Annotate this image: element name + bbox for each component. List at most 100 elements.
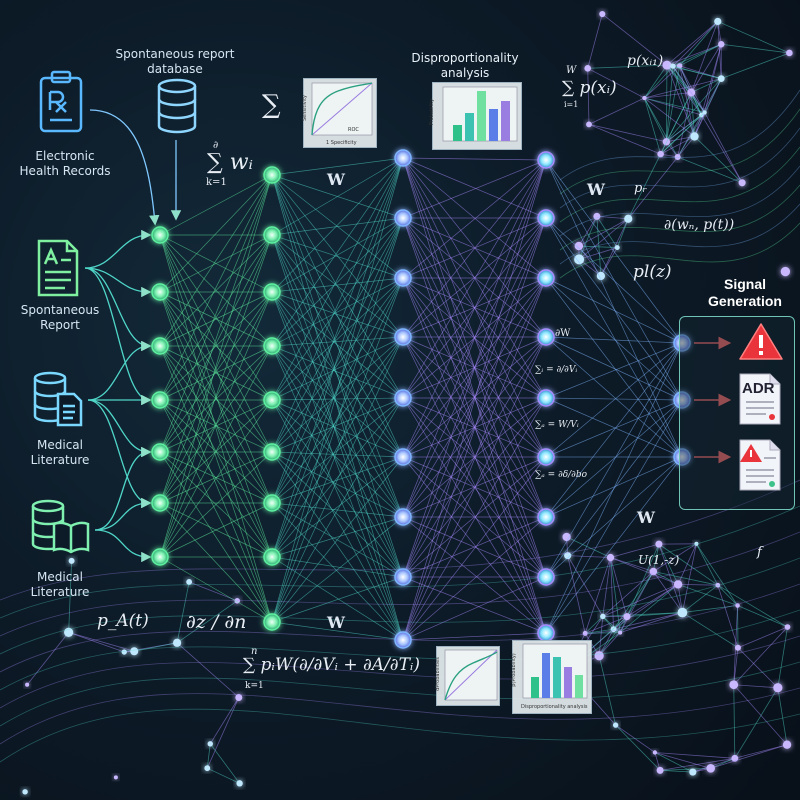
edge xyxy=(402,159,547,641)
edge xyxy=(402,456,547,634)
background-edge xyxy=(578,216,598,260)
edge xyxy=(402,336,547,634)
input-arrow xyxy=(84,267,152,298)
background-node xyxy=(714,17,722,26)
disproportionality-ylabel: Probability xyxy=(429,98,436,126)
formula-bottom-sum-top: n xyxy=(251,646,258,657)
network-node xyxy=(537,389,555,407)
background-edge xyxy=(734,744,788,759)
edge xyxy=(159,451,273,623)
database-document-icon xyxy=(33,371,83,427)
network-node xyxy=(537,269,555,287)
background-edge xyxy=(777,626,788,688)
background-edge xyxy=(696,543,719,586)
report-document-icon xyxy=(37,239,79,297)
formula-sum-w: ∑ wᵢ xyxy=(207,150,253,175)
background-edge xyxy=(677,136,695,158)
background-edge xyxy=(691,78,722,93)
background-edge xyxy=(672,65,722,80)
background-edge xyxy=(596,216,602,277)
edge xyxy=(402,277,547,641)
edge xyxy=(271,291,404,338)
background-curve xyxy=(0,583,800,673)
edge xyxy=(545,159,683,401)
background-node xyxy=(594,651,604,661)
network-node xyxy=(151,337,169,355)
background-node xyxy=(656,766,664,774)
edge xyxy=(271,157,404,401)
background-edge xyxy=(626,584,679,617)
formula-eq-1: ∑ᵢ = ∂/∂Vᵢ xyxy=(535,365,578,375)
edge xyxy=(545,397,683,401)
background-edge xyxy=(627,153,661,219)
background-edge xyxy=(653,571,679,585)
bottom-bars-ylabel: p(Probability) xyxy=(510,653,517,687)
background-edge xyxy=(598,655,617,726)
background-node xyxy=(564,552,572,560)
network-node xyxy=(537,508,555,526)
background-edge xyxy=(658,543,683,613)
edge xyxy=(271,157,404,453)
background-web xyxy=(0,10,800,795)
background-node xyxy=(657,150,664,158)
edge xyxy=(159,291,273,347)
edge xyxy=(545,217,683,458)
background-curve xyxy=(559,222,800,279)
network-node xyxy=(394,149,412,167)
background-node xyxy=(673,580,683,589)
background-edge xyxy=(644,97,662,155)
background-edge xyxy=(578,218,629,260)
background-node xyxy=(782,740,792,749)
edge xyxy=(271,291,404,458)
network-node xyxy=(263,166,281,184)
background-edge xyxy=(660,136,695,155)
background-edge xyxy=(721,43,790,54)
edge xyxy=(402,397,547,578)
background-edge xyxy=(209,743,240,784)
edge xyxy=(159,174,273,558)
background-node xyxy=(599,10,606,18)
background-edge xyxy=(672,43,722,67)
roc-curve xyxy=(311,82,373,136)
background-edge xyxy=(717,584,738,606)
background-edge xyxy=(677,543,697,585)
background-edge xyxy=(188,581,238,602)
network-node xyxy=(537,209,555,227)
edge xyxy=(545,217,683,344)
background-edge xyxy=(672,21,719,67)
background-node xyxy=(718,41,725,48)
edge xyxy=(402,159,547,458)
background-node xyxy=(786,49,793,57)
edge xyxy=(159,234,273,401)
edge xyxy=(402,159,547,219)
edge xyxy=(402,159,547,578)
formula-f: f xyxy=(757,545,762,560)
background-edge xyxy=(666,64,706,113)
edge xyxy=(159,345,273,623)
background-edge xyxy=(578,216,598,247)
background-node xyxy=(574,241,584,251)
background-edge xyxy=(682,605,738,613)
background-edge xyxy=(737,626,788,649)
background-edge xyxy=(620,612,683,633)
background-edge xyxy=(602,557,611,617)
background-edge xyxy=(566,536,611,558)
network-node xyxy=(263,391,281,409)
background-node xyxy=(64,627,74,637)
background-edge xyxy=(644,97,705,113)
roc-caption: ROC xyxy=(348,127,359,133)
edge xyxy=(271,345,404,399)
alert-document-icon xyxy=(739,439,781,491)
background-edge xyxy=(660,757,735,771)
background-node xyxy=(624,214,633,223)
background-edge xyxy=(694,136,743,184)
background-curve xyxy=(0,708,800,763)
background-edge xyxy=(587,64,667,69)
background-edge xyxy=(658,543,679,585)
background-edge xyxy=(654,752,711,769)
edge xyxy=(545,277,683,401)
background-edge xyxy=(704,44,722,113)
background-curve xyxy=(559,165,800,237)
